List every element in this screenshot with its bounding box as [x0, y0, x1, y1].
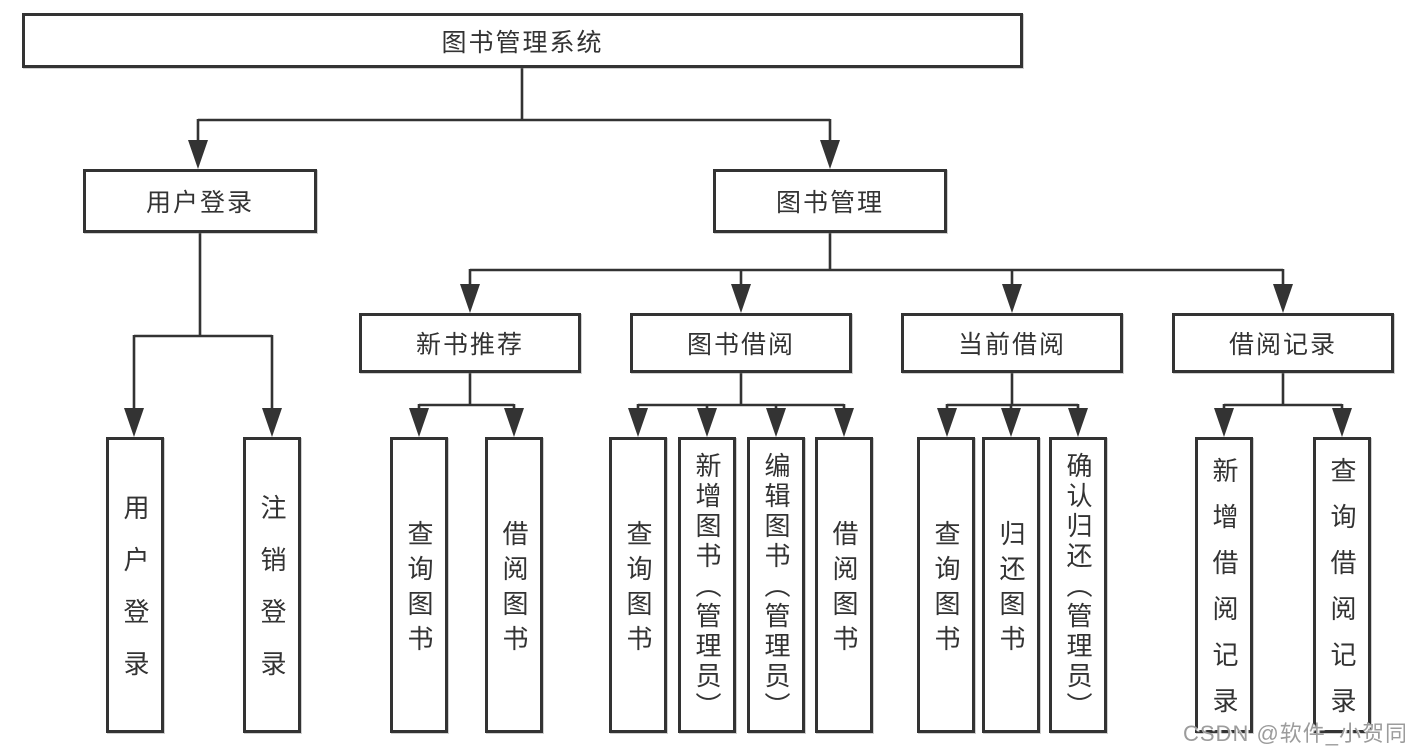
- leaf-edit-books-admin-label: 编辑图书（管理员）: [761, 452, 791, 722]
- leaf-borrow-query-books-label: 查询图书: [623, 519, 653, 660]
- leaf-confirm-return-admin: 确认归还（管理员）: [1049, 437, 1107, 733]
- leaf-return-books-label: 归还图书: [996, 519, 1026, 660]
- node-book-management: 图书管理: [713, 169, 947, 233]
- node-user-login-label: 用户登录: [145, 189, 254, 217]
- leaf-user-login: 用户登录: [106, 437, 164, 733]
- node-borrow-records: 借阅记录: [1172, 313, 1394, 373]
- leaf-borrow-query-books: 查询图书: [609, 437, 667, 733]
- leaf-confirm-return-admin-label: 确认归还（管理员）: [1063, 452, 1093, 722]
- leaf-add-borrow-record: 新增借阅记录: [1195, 437, 1253, 733]
- leaf-user-login-label: 用户登录: [120, 494, 150, 702]
- leaf-current-query-books-label: 查询图书: [931, 519, 961, 660]
- leaf-add-borrow-record-label: 新增借阅记录: [1209, 457, 1239, 733]
- leaf-newbooks-borrow-books-label: 借阅图书: [499, 519, 529, 660]
- leaf-newbooks-query-books-label: 查询图书: [404, 519, 434, 660]
- leaf-logout-label: 注销登录: [257, 494, 287, 702]
- csdn-watermark: CSDN @软件_小贺同学: [1183, 721, 1405, 746]
- leaf-edit-books-admin: 编辑图书（管理员）: [747, 437, 805, 733]
- leaf-borrow-books-label: 借阅图书: [829, 519, 859, 660]
- node-new-book-recommend-label: 新书推荐: [415, 331, 524, 359]
- leaf-newbooks-borrow-books: 借阅图书: [485, 437, 543, 733]
- node-current-borrow-label: 当前借阅: [957, 331, 1066, 359]
- leaf-query-borrow-record-label: 查询借阅记录: [1327, 457, 1357, 733]
- leaf-logout: 注销登录: [243, 437, 301, 733]
- node-book-management-label: 图书管理: [775, 189, 884, 217]
- node-new-book-recommend: 新书推荐: [359, 313, 581, 373]
- leaf-add-books-admin: 新增图书（管理员）: [678, 437, 736, 733]
- leaf-borrow-books: 借阅图书: [815, 437, 873, 733]
- node-book-borrow: 图书借阅: [630, 313, 852, 373]
- leaf-return-books: 归还图书: [982, 437, 1040, 733]
- node-current-borrow: 当前借阅: [901, 313, 1123, 373]
- leaf-newbooks-query-books: 查询图书: [390, 437, 448, 733]
- node-root-label: 图书管理系统: [441, 28, 604, 57]
- node-borrow-records-label: 借阅记录: [1228, 331, 1337, 359]
- node-book-borrow-label: 图书借阅: [686, 331, 795, 359]
- leaf-add-books-admin-label: 新增图书（管理员）: [692, 452, 722, 722]
- leaf-query-borrow-record: 查询借阅记录: [1313, 437, 1371, 733]
- node-user-login: 用户登录: [83, 169, 317, 233]
- node-root-system: 图书管理系统: [22, 13, 1023, 68]
- leaf-current-query-books: 查询图书: [917, 437, 975, 733]
